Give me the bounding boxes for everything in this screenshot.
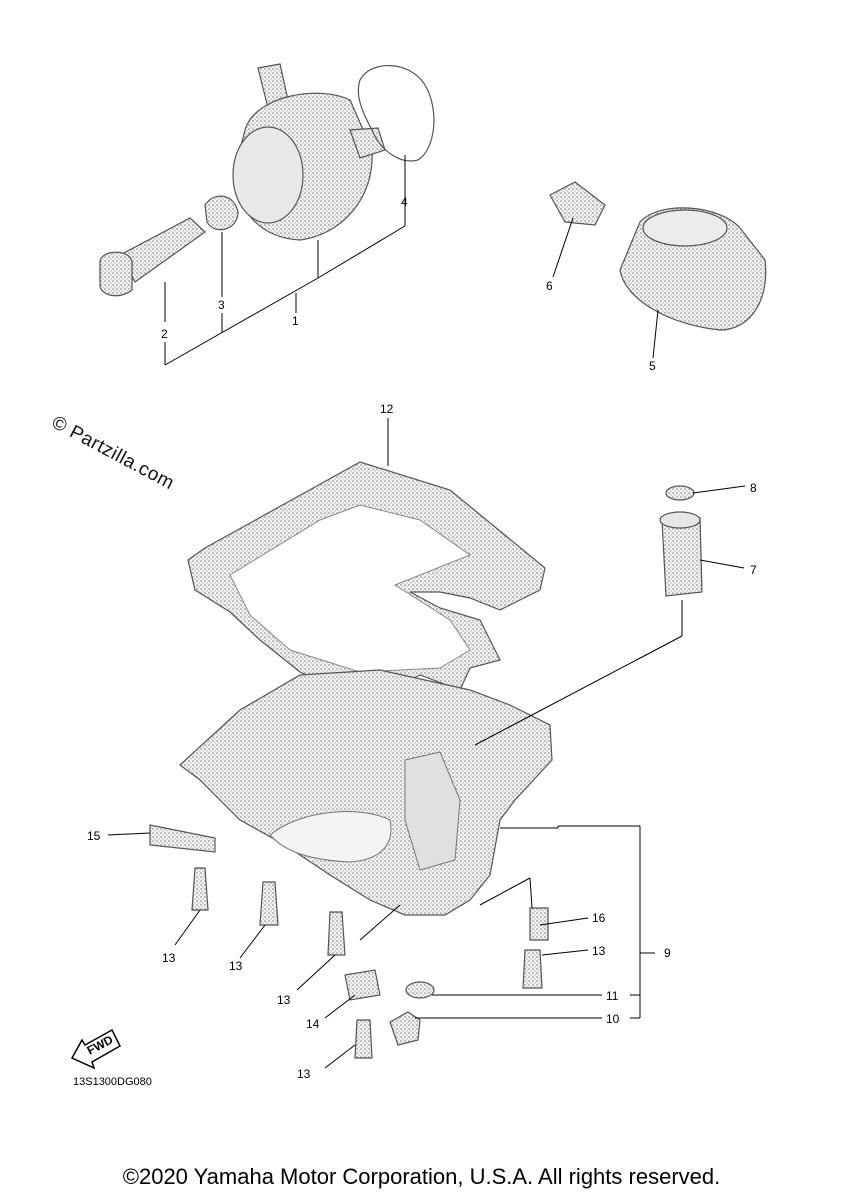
union-bolt-part[interactable]	[99, 217, 206, 297]
pipe-10-part[interactable]	[389, 1011, 421, 1046]
collar-16-part[interactable]	[529, 907, 549, 941]
oil-cooler-part[interactable]	[232, 63, 386, 241]
gasket-11-part[interactable]	[405, 981, 435, 999]
callout-15: 15	[87, 829, 101, 843]
bolt-13b-part[interactable]	[259, 881, 279, 926]
cooler-gasket-part[interactable]	[357, 65, 435, 162]
callout-7: 7	[750, 563, 757, 577]
oil-pan-part[interactable]	[179, 669, 553, 916]
diagram-code: 13S1300DG080	[73, 1076, 152, 1088]
copyright-notice: ©2020 Yamaha Motor Corporation, U.S.A. A…	[122, 1164, 721, 1189]
callout-10: 10	[606, 1012, 620, 1026]
union-stud-part[interactable]	[549, 181, 606, 226]
callout-14: 14	[306, 1017, 320, 1031]
strainer-o-ring-part[interactable]	[665, 485, 695, 501]
bolt-13d-part[interactable]	[522, 949, 543, 989]
callout-2: 2	[161, 327, 168, 341]
callout-1: 1	[292, 314, 299, 328]
strainer-part[interactable]	[659, 511, 703, 597]
callout-5: 5	[649, 359, 656, 373]
callout-4: 4	[401, 195, 408, 209]
callout-13b: 13	[229, 959, 243, 973]
washer-part[interactable]	[204, 195, 239, 231]
callout-11: 11	[606, 989, 619, 1003]
drain-bolt-14-part[interactable]	[344, 969, 381, 1001]
callout-9: 9	[664, 946, 671, 960]
oil-filter-part[interactable]	[619, 207, 767, 331]
callout-13d: 13	[592, 944, 606, 958]
callout-12: 12	[380, 402, 394, 416]
fwd-arrow-icon: FWD	[70, 1028, 121, 1070]
leader-lines	[107, 155, 746, 1069]
callout-13a: 13	[162, 951, 176, 965]
bolt-13e-part[interactable]	[354, 1019, 373, 1059]
callout-6: 6	[546, 279, 553, 293]
callout-13e: 13	[297, 1067, 311, 1081]
callout-16: 16	[592, 911, 606, 925]
bolt-13a-part[interactable]	[191, 867, 209, 911]
callout-3: 3	[218, 298, 225, 312]
bolt-15-part[interactable]	[149, 824, 216, 853]
bolt-13c-part[interactable]	[327, 911, 346, 956]
callout-8: 8	[750, 481, 757, 495]
callout-13c: 13	[277, 993, 291, 1007]
